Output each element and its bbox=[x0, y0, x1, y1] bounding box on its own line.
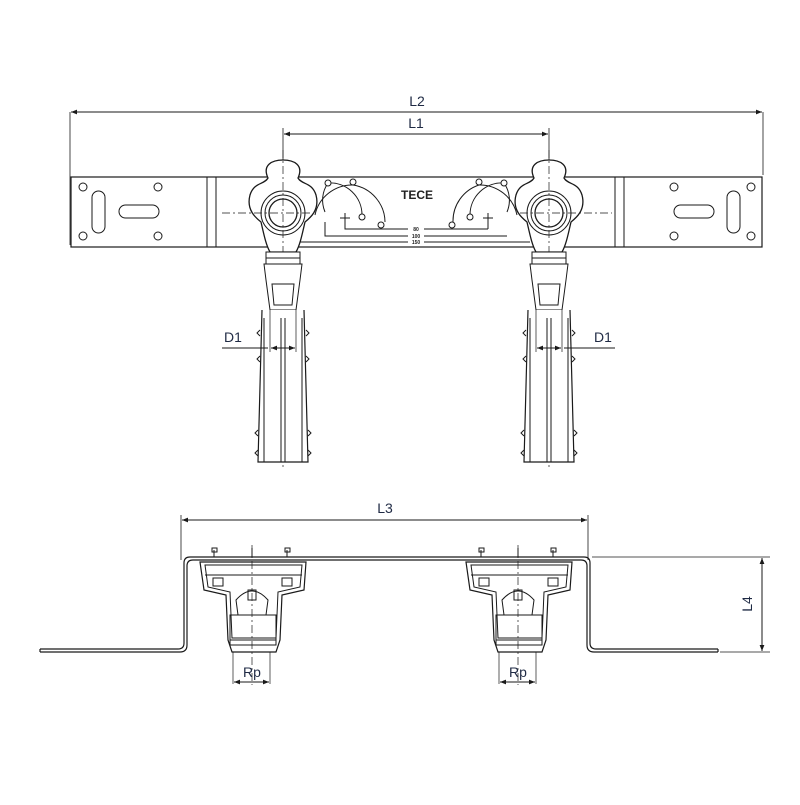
mounting-rail bbox=[70, 176, 763, 248]
dimension-l4: L4 bbox=[592, 556, 770, 653]
dimension-d1-right: D1 bbox=[535, 310, 615, 352]
left-side-fitting bbox=[199, 545, 307, 685]
scale-mark-150: 150 bbox=[412, 240, 421, 246]
template-markings: TECE 80 100 150 bbox=[299, 178, 530, 246]
label-l2: L2 bbox=[409, 93, 425, 109]
label-d1-left: D1 bbox=[224, 329, 242, 345]
label-rp-left: Rp bbox=[243, 664, 261, 680]
dimension-rp-left: Rp bbox=[232, 652, 271, 685]
label-d1-right: D1 bbox=[594, 329, 612, 345]
left-elbow-fitting bbox=[222, 150, 318, 470]
scale-mark-100: 100 bbox=[412, 234, 421, 240]
top-view: L2 L1 bbox=[69, 93, 764, 470]
scale-mark-80: 80 bbox=[413, 227, 419, 233]
dimension-l2: L2 bbox=[69, 93, 764, 245]
dimension-l3: L3 bbox=[180, 500, 589, 560]
label-l4: L4 bbox=[739, 596, 755, 612]
brand-label-tece: TECE bbox=[401, 188, 433, 202]
rail-profile bbox=[39, 556, 719, 653]
dimension-rp-right: Rp bbox=[498, 652, 537, 685]
dimension-d1-left: D1 bbox=[222, 310, 297, 352]
label-l1: L1 bbox=[408, 115, 424, 131]
dimension-l1: L1 bbox=[282, 115, 550, 170]
label-l3: L3 bbox=[377, 500, 393, 516]
right-side-fitting bbox=[465, 545, 573, 685]
right-elbow-fitting bbox=[514, 150, 612, 470]
side-view: L3 L4 bbox=[39, 500, 770, 685]
label-rp-right: Rp bbox=[509, 664, 527, 680]
